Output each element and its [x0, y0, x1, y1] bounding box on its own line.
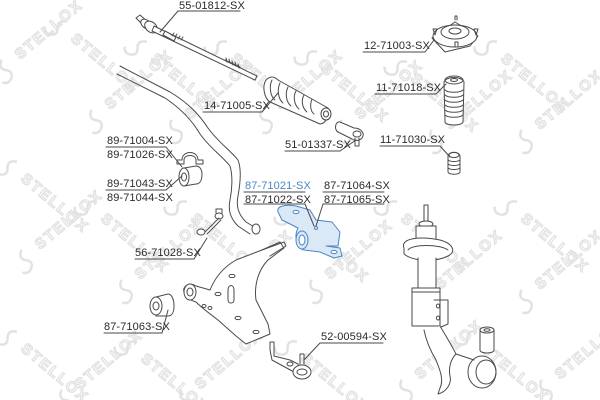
leader-14-71005-diag — [261, 92, 279, 113]
steering-boot-part[interactable] — [263, 76, 332, 125]
strut-knuckle-part — [403, 204, 497, 395]
part-label-stabilizer-bushing-2[interactable]: 89-71044-SX — [107, 192, 173, 204]
strut-boot-part[interactable] — [443, 75, 465, 126]
leader-11-71030-diag — [439, 145, 451, 158]
part-label-tie-rod-end[interactable]: 51-01337-SX — [285, 139, 351, 151]
part-label-control-arm-bracket-1-selected[interactable]: 87-71021-SX — [245, 180, 311, 192]
leader-87-71064-diag — [315, 203, 324, 227]
stabilizer-bar-part — [116, 65, 261, 235]
part-label-stabilizer-link[interactable]: 56-71028-SX — [135, 247, 201, 259]
front-arm-bushing-part[interactable] — [149, 293, 175, 317]
part-label-stabilizer-bushing-1[interactable]: 89-71043-SX — [107, 178, 173, 190]
part-label-stabilizer-bracket-1[interactable]: 89-71004-SX — [107, 135, 173, 147]
leader-87-71021-diag — [304, 203, 315, 227]
strut-mount-part[interactable] — [431, 15, 479, 53]
stabilizer-link-part[interactable] — [196, 208, 224, 236]
leader-56-71028-diag — [193, 237, 208, 260]
tie-rod-end-part[interactable] — [335, 121, 364, 147]
leader-52-00594-diag — [303, 342, 321, 361]
part-label-inner-tie-rod[interactable]: 55-01812-SX — [179, 0, 245, 12]
lower-control-arm-part — [183, 241, 287, 345]
part-label-strut-boot[interactable]: 11-71018-SX — [376, 82, 442, 94]
ball-joint-part[interactable] — [269, 341, 312, 380]
bump-stop-part[interactable] — [447, 151, 461, 175]
leader-51-01337-diag — [339, 139, 357, 152]
leader-11-71018-diag — [435, 83, 447, 95]
leader-87-71063-diag — [161, 309, 169, 334]
stabilizer-bushing-part[interactable] — [178, 165, 203, 187]
control-arm-bracket-part[interactable] — [277, 204, 343, 259]
part-label-strut-mount[interactable]: 12-71003-SX — [364, 40, 430, 52]
part-label-stabilizer-bracket-2[interactable]: 89-71026-SX — [107, 149, 173, 161]
leader-89-71004-diag — [165, 146, 183, 168]
part-label-control-arm-bushing-1[interactable]: 87-71064-SX — [324, 180, 390, 192]
part-label-bump-stop[interactable]: 11-71030-SX — [380, 134, 446, 146]
part-label-front-arm-bushing[interactable]: 87-71063-SX — [104, 321, 170, 333]
stabilizer-bracket-part[interactable] — [176, 152, 204, 165]
leader-89-71043-diag — [165, 175, 183, 191]
part-label-ball-joint[interactable]: 52-00594-SX — [321, 331, 387, 343]
inner-tie-rod-part[interactable] — [135, 14, 258, 81]
leader-55-01812-diag — [159, 10, 179, 33]
part-label-control-arm-bracket-2[interactable]: 87-71022-SX — [245, 194, 311, 206]
leader-12-71003-diag — [424, 39, 435, 53]
part-label-control-arm-bushing-2[interactable]: 87-71065-SX — [324, 194, 390, 206]
part-label-steering-boot[interactable]: 14-71005-SX — [204, 100, 270, 112]
